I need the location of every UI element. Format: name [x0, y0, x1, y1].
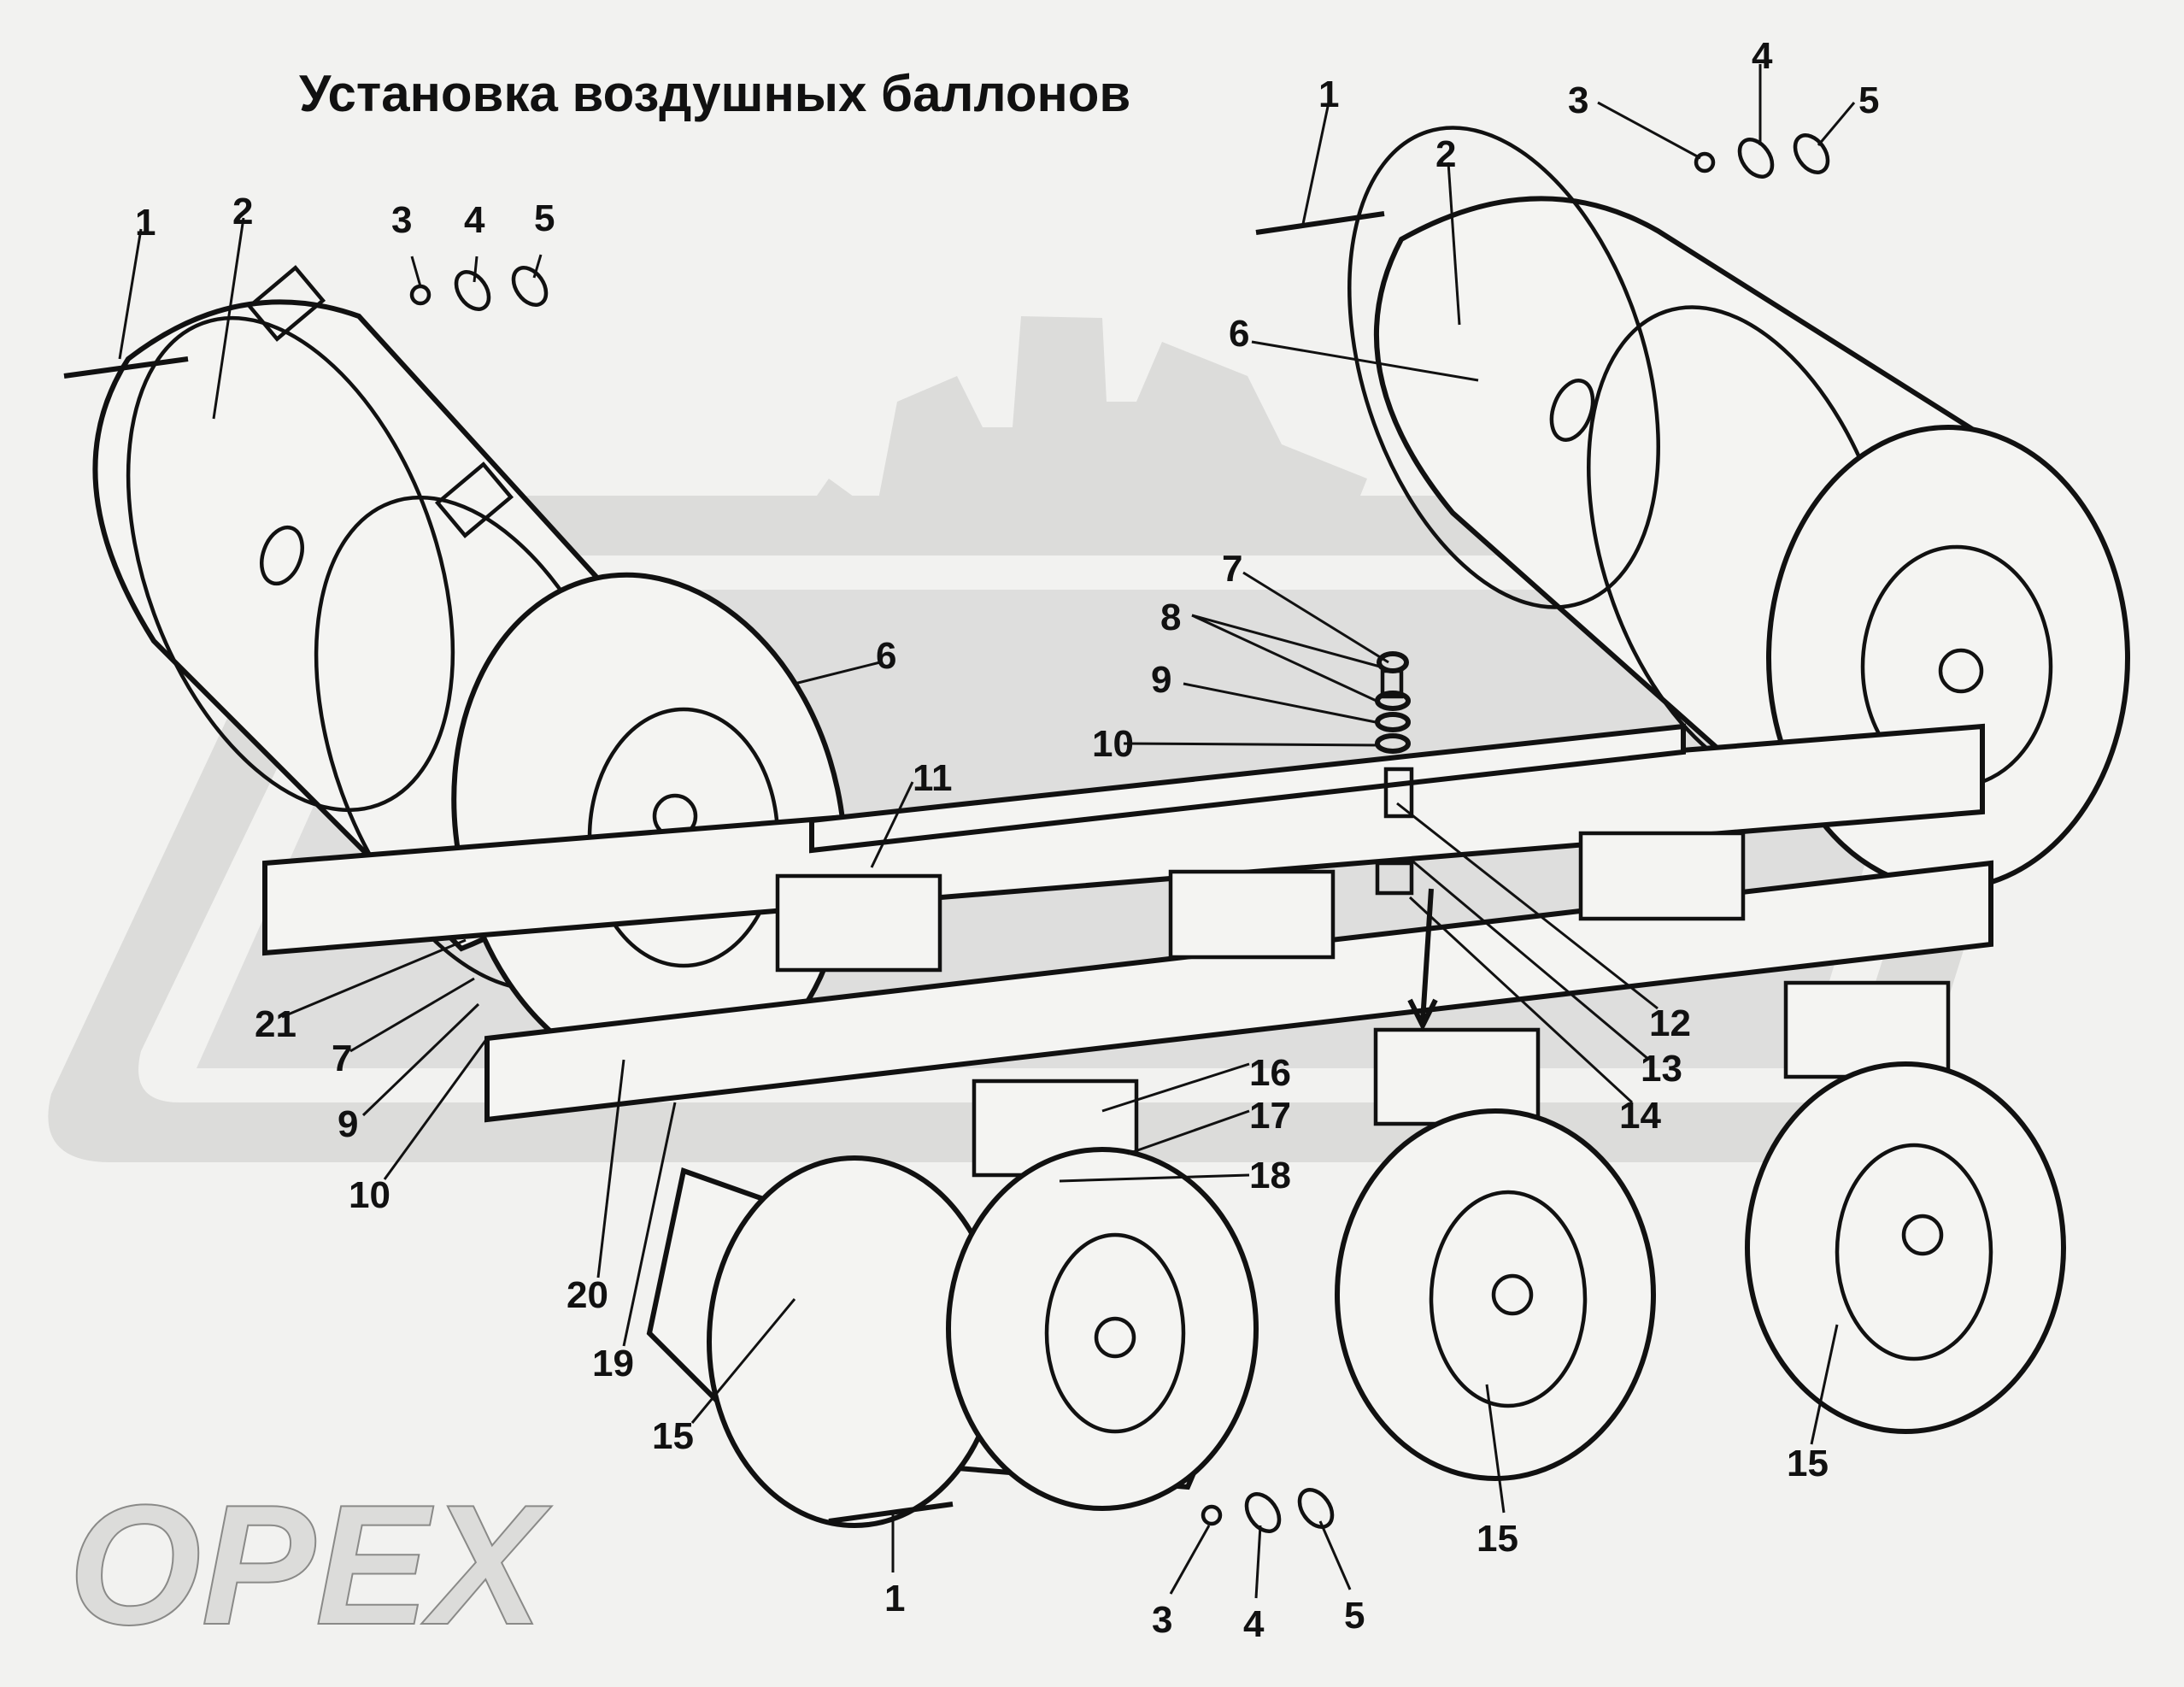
left-strap-clamp-1	[246, 265, 326, 342]
cross-member	[809, 723, 1686, 854]
page-title: Установка воздушных баллонов	[299, 65, 1130, 122]
nut-left	[409, 284, 432, 306]
lower-tank-2-fitting	[1491, 1273, 1534, 1316]
callout-8: 8	[1160, 597, 1181, 638]
washer-bottom-5	[1297, 1488, 1335, 1529]
hardware	[63, 133, 1830, 1533]
washer-right-5	[1793, 133, 1830, 174]
callout-13: 13	[1641, 1048, 1682, 1090]
right-tank-port	[1549, 379, 1595, 442]
bracket-3	[1578, 831, 1746, 921]
callout-2: 2	[1435, 133, 1456, 175]
lower-tank-3-ring	[1835, 1143, 1993, 1361]
leader-lines	[118, 64, 1856, 1599]
mount-arrow	[1420, 888, 1434, 1022]
washer-right-4	[1737, 138, 1775, 179]
callout-15: 15	[652, 1415, 694, 1457]
callout-4: 4	[1752, 35, 1773, 77]
callout-3: 3	[391, 199, 412, 241]
callout-15: 15	[1477, 1518, 1518, 1560]
callout-5: 5	[1858, 79, 1879, 121]
chassis-frame	[262, 651, 1993, 1178]
callouts: 1 2 3 4 5 6 1 2 3 4 5 6 7 8 9 10 11 12 1…	[135, 35, 1879, 1645]
left-tank-port	[260, 525, 304, 586]
callout-19: 19	[592, 1343, 634, 1384]
callout-2: 2	[232, 191, 253, 232]
callout-5: 5	[534, 197, 555, 239]
callout-7: 7	[1222, 548, 1242, 590]
callout-1: 1	[135, 202, 156, 244]
callout-14: 14	[1619, 1095, 1661, 1137]
washer-left-4	[454, 270, 491, 311]
callout-9: 9	[338, 1103, 358, 1145]
callout-18: 18	[1249, 1155, 1291, 1196]
mount-arrow-head	[1407, 998, 1438, 1032]
bracket-1	[775, 873, 942, 973]
callout-10: 10	[349, 1174, 390, 1216]
bolt-bottom	[828, 1502, 954, 1524]
lower-tank-1-fitting	[1094, 1316, 1136, 1359]
callout-3: 3	[1568, 79, 1588, 121]
bolt-left	[63, 356, 189, 379]
callout-17: 17	[1249, 1095, 1291, 1137]
nut-right	[1694, 151, 1716, 173]
callout-4: 4	[1243, 1603, 1265, 1645]
washer-left-5	[511, 266, 549, 307]
callout-1: 1	[884, 1578, 905, 1619]
callout-7: 7	[332, 1037, 352, 1079]
lower-tank-3-fitting	[1901, 1214, 1944, 1256]
bracket-2	[1168, 869, 1336, 960]
front-rail	[484, 860, 1993, 1123]
mount-nut	[1375, 861, 1414, 896]
nut-bottom	[1201, 1504, 1223, 1526]
lower-tank-1-end	[946, 1147, 1259, 1511]
callout-12: 12	[1649, 1002, 1691, 1044]
callout-3: 3	[1152, 1599, 1172, 1641]
watermark-text: OPEX	[68, 1470, 552, 1661]
bolt-right	[1255, 211, 1385, 235]
callout-9: 9	[1151, 659, 1171, 701]
callout-1: 1	[1318, 73, 1339, 115]
washer-bottom-4	[1244, 1492, 1282, 1533]
callout-5: 5	[1344, 1595, 1365, 1637]
callout-6: 6	[876, 635, 896, 677]
left-tank-band-1	[126, 315, 455, 813]
right-tank-band-1	[1347, 126, 1660, 609]
lower-tank-2-ring	[1429, 1190, 1588, 1408]
callout-15: 15	[1787, 1443, 1829, 1484]
right-tank-fitting	[1938, 648, 1984, 694]
callout-6: 6	[1229, 313, 1249, 355]
callout-21: 21	[255, 1003, 296, 1045]
callout-4: 4	[464, 199, 485, 241]
left-strap-clamp-2	[434, 461, 514, 538]
lower-tanks	[646, 1061, 2066, 1528]
lower-tank-3-end	[1745, 1061, 2066, 1434]
callout-10: 10	[1092, 723, 1134, 765]
lower-tank-1-ring	[1044, 1232, 1186, 1434]
callout-16: 16	[1249, 1052, 1291, 1094]
callout-20: 20	[567, 1274, 608, 1316]
mount-bolt	[1383, 767, 1414, 819]
callout-11: 11	[913, 757, 953, 799]
